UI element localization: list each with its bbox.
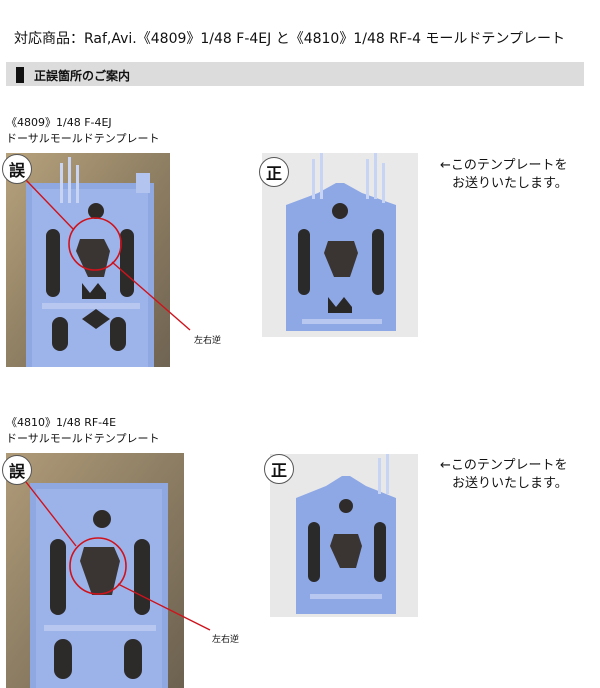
section-title-bar [6, 62, 584, 86]
section-title: 正誤箇所のご案内 [34, 69, 131, 83]
mirror-reversed-label: 左右逆 [194, 336, 222, 346]
correct-badge: 正 [259, 157, 289, 187]
send-note-line1: ←このテンプレートを [440, 158, 568, 173]
send-note-line1: ←このテンプレートを [440, 458, 568, 473]
wrong-template-photo [6, 153, 170, 367]
product-subtitle: ドーサルモールドテンプレート [6, 132, 160, 145]
applicable-products-text: 対応商品：Raf,Avi.《4809》1/48 F-4EJ と《4810》1/4… [14, 31, 565, 47]
product-code: 《4809》1/48 F-4EJ [6, 116, 112, 129]
section-marker [16, 67, 24, 83]
correct-badge: 正 [264, 454, 294, 484]
wrong-template-photo [6, 453, 184, 688]
product-code: 《4810》1/48 RF-4E [6, 416, 117, 429]
correct-template-photo [262, 153, 418, 337]
correct-template-photo [270, 454, 418, 617]
mirror-reversed-label: 左右逆 [212, 635, 240, 645]
product-subtitle: ドーサルモールドテンプレート [6, 432, 160, 445]
wrong-badge: 誤 [2, 154, 32, 184]
send-note-line2: お送りいたします。 [452, 176, 568, 191]
wrong-badge: 誤 [2, 455, 32, 485]
send-note-line2: お送りいたします。 [452, 476, 568, 491]
